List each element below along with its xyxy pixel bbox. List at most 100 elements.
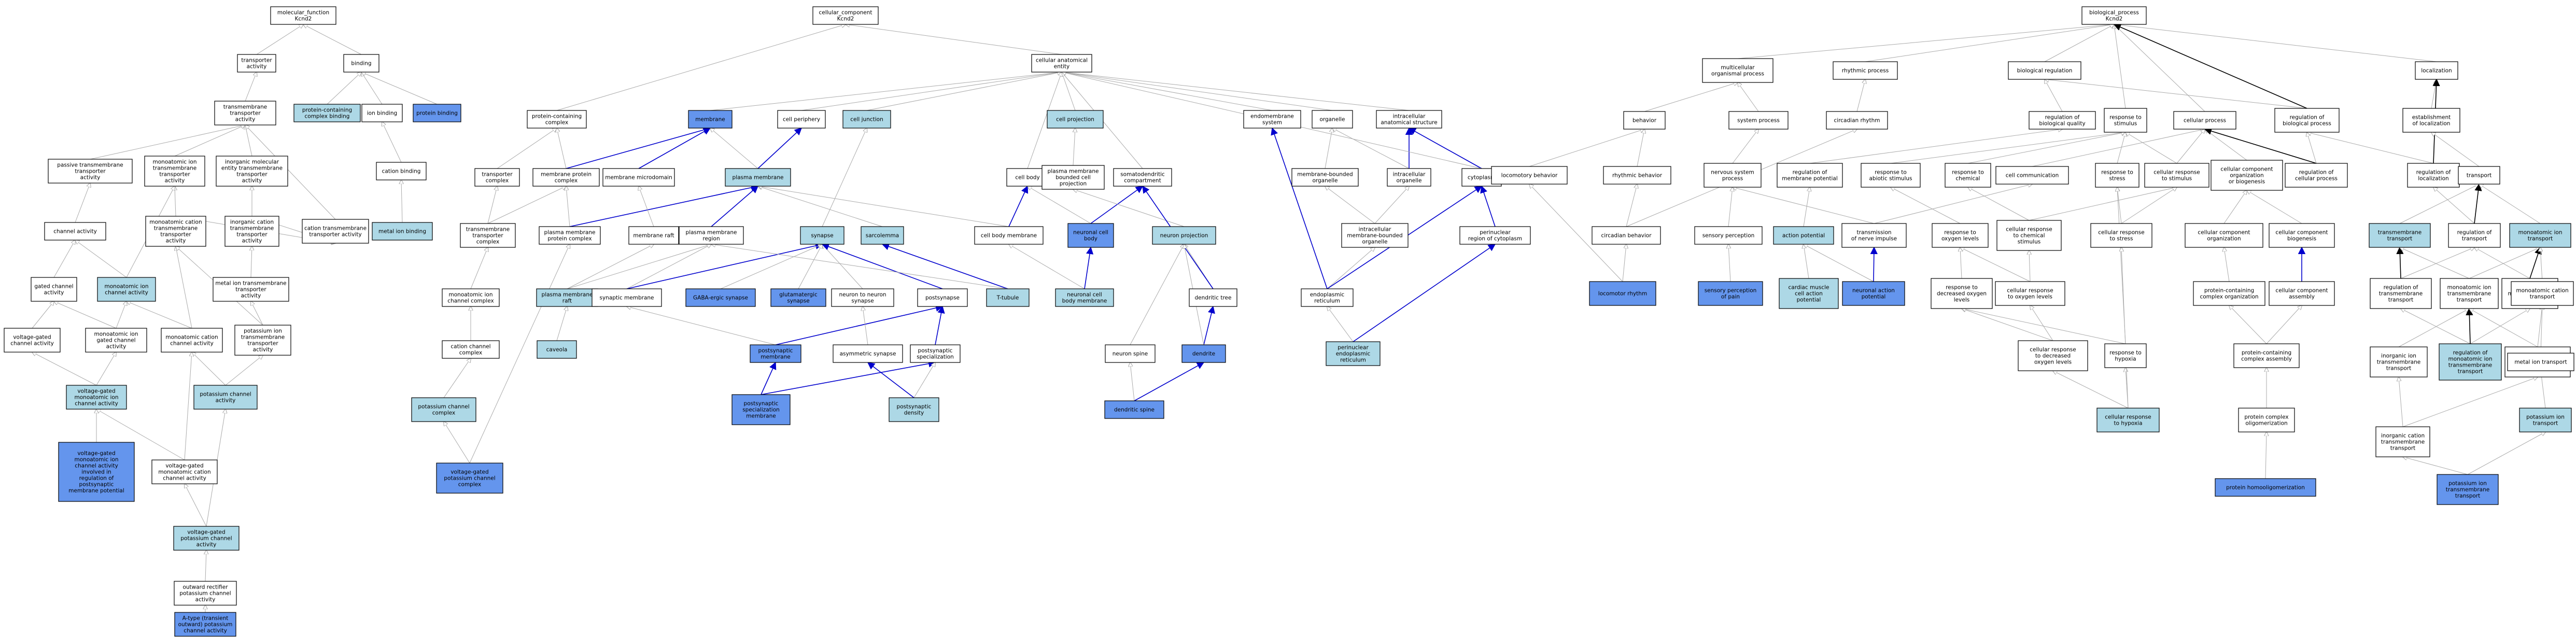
term-node-cellular-process[interactable]: cellular process	[2173, 111, 2236, 130]
term-node-inorganic-cation-tm[interactable]: inorganic cationtransmembranetransporter…	[224, 216, 279, 247]
term-node-cell-body-membrane[interactable]: cell body membrane	[974, 226, 1044, 245]
term-node-membrane[interactable]: membrane	[688, 110, 733, 129]
term-node-cell-periphery[interactable]: cell periphery	[777, 110, 826, 129]
term-node-transport[interactable]: transport	[2458, 166, 2500, 185]
term-node-postsynapse[interactable]: postsynapse	[917, 288, 968, 307]
term-node-biological-regulation[interactable]: biological regulation	[2008, 61, 2081, 80]
term-node-mono-ion-tm[interactable]: monoatomic iontransmembranetransporterac…	[144, 156, 205, 187]
term-node-cation-binding[interactable]: cation binding	[376, 162, 427, 180]
term-node-ion-binding[interactable]: ion binding	[361, 104, 403, 122]
term-node-protein-binding[interactable]: protein binding	[413, 104, 461, 122]
term-node-plasma-membrane[interactable]: plasma membrane	[725, 168, 791, 187]
term-node-cell-body[interactable]: cell body	[1006, 168, 1049, 187]
term-node-dendritic-spine[interactable]: dendritic spine	[1104, 400, 1164, 419]
term-node-gaba-synapse[interactable]: GABA-ergic synapse	[685, 288, 756, 307]
term-node-metal-ion-binding[interactable]: metal ion binding	[372, 222, 433, 241]
term-node-cell-projection[interactable]: cell projection	[1047, 110, 1104, 129]
term-node-asymmetric-synapse[interactable]: asymmetric synapse	[833, 344, 903, 363]
term-node-circadian-rhythm[interactable]: circadian rhythm	[1826, 111, 1888, 130]
term-node-cell-communication[interactable]: cell communication	[1995, 166, 2069, 185]
term-node-membrane-raft[interactable]: membrane raft	[628, 226, 679, 245]
term-node-channel-activity[interactable]: channel activity	[44, 222, 106, 241]
term-node-behavior[interactable]: behavior	[1623, 111, 1666, 130]
term-node-cell-junction[interactable]: cell junction	[842, 110, 891, 129]
term-node-binding[interactable]: binding	[343, 54, 379, 73]
term-node-dendritic-tree[interactable]: dendritic tree	[1189, 288, 1237, 307]
term-node-dendrite[interactable]: dendrite	[1181, 344, 1226, 363]
term-node-rhythmic-process[interactable]: rhythmic process	[1833, 61, 1898, 80]
term-node-t-tubule[interactable]: T-tubule	[986, 288, 1030, 307]
term-node-neuron-spine[interactable]: neuron spine	[1105, 344, 1156, 363]
term-node-synaptic-membrane[interactable]: synaptic membrane	[592, 288, 662, 307]
term-node-caveola[interactable]: caveola	[537, 340, 577, 359]
term-node-rhythmic-behavior[interactable]: rhythmic behavior	[1603, 166, 1671, 185]
term-node-sensory-perception[interactable]: sensory perception	[1694, 226, 1763, 245]
term-node-neuron-projection[interactable]: neuron projection	[1152, 226, 1216, 245]
term-node-organelle[interactable]: organelle	[1312, 110, 1353, 129]
term-node-sarcolemma[interactable]: sarcolemma	[861, 226, 904, 245]
term-node-metal-ion-tm[interactable]: metal ion transmembranetransporteractivi…	[213, 277, 289, 302]
term-node-mono-cation-tm[interactable]: monoatomic cationtransmembranetransporte…	[145, 216, 206, 247]
term-node-membrane-microdomain[interactable]: membrane microdomain	[602, 168, 675, 187]
term-node-circadian-behavior[interactable]: circadian behavior	[1592, 226, 1661, 245]
